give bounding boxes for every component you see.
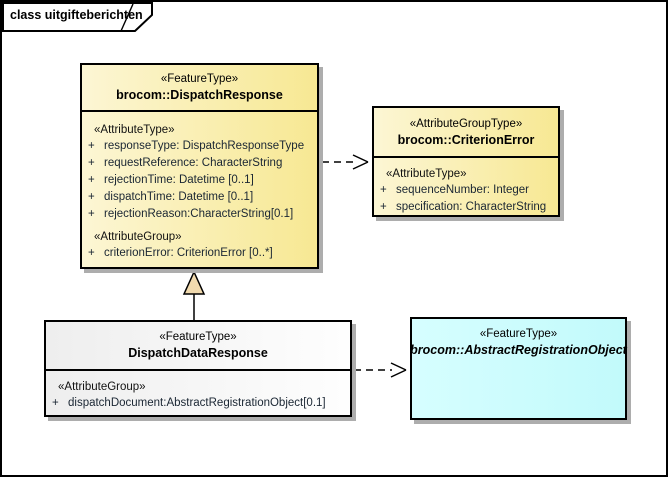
stereotype-label: «FeatureType» — [479, 328, 558, 340]
attr-row: + sequenceNumber: Integer — [374, 182, 558, 199]
attr-text: criterionError: CriterionError [0..*] — [104, 247, 273, 259]
visibility: + — [88, 140, 95, 152]
attr-row: + criterionError: CriterionError [0..*] — [82, 245, 317, 262]
frame-tab-bevel-line — [120, 3, 134, 32]
visibility: + — [52, 397, 59, 409]
section-label: «AttributeGroup» — [58, 381, 146, 393]
class-header: «FeatureType» brocom::DispatchResponse — [82, 65, 317, 110]
class-header: «FeatureType» DispatchDataResponse — [46, 322, 350, 369]
class-box-abstract-registration-object[interactable]: «FeatureType» brocom::AbstractRegistrati… — [410, 317, 627, 420]
attributes-compartment: «AttributeGroup» + dispatchDocument:Abst… — [46, 369, 350, 412]
class-header: «AttributeGroupType» brocom::CriterionEr… — [374, 108, 558, 156]
frame-tab-shape — [2, 2, 153, 32]
class-name: brocom::AbstractRegistrationObject — [410, 343, 627, 357]
visibility: + — [88, 208, 95, 220]
section-label: «AttributeType» — [94, 124, 175, 136]
attr-text: rejectionReason:CharacterString[0.1] — [104, 208, 294, 220]
generalization-arrow-dispatchdataresponse-to-dispatchresponse[interactable] — [182, 270, 206, 320]
attr-text: dispatchDocument:AbstractRegistrationObj… — [68, 397, 326, 409]
section-label: «AttributeType» — [386, 168, 467, 180]
attributes-compartment: «AttributeType» + responseType: Dispatch… — [82, 110, 317, 262]
attr-row: + dispatchDocument:AbstractRegistrationO… — [46, 395, 350, 412]
attr-text: sequenceNumber: Integer — [396, 184, 529, 196]
class-box-criterion-error[interactable]: «AttributeGroupType» brocom::CriterionEr… — [372, 106, 560, 217]
class-box-dispatch-data-response[interactable]: «FeatureType» DispatchDataResponse «Attr… — [44, 320, 352, 417]
attr-row: + dispatchTime: Datetime [0..1] — [82, 189, 317, 206]
attr-text: requestReference: CharacterString — [104, 157, 283, 169]
visibility: + — [380, 184, 387, 196]
visibility: + — [88, 174, 95, 186]
visibility: + — [88, 191, 95, 203]
visibility: + — [88, 247, 95, 259]
attr-row: + specification: CharacterString — [374, 199, 558, 216]
attr-text: specification: CharacterString — [396, 201, 547, 213]
attr-row: + rejectionTime: Datetime [0..1] — [82, 172, 317, 189]
visibility: + — [88, 157, 95, 169]
class-name: brocom::DispatchResponse — [116, 88, 283, 102]
attr-row: + requestReference: CharacterString — [82, 155, 317, 172]
frame-tab — [2, 2, 153, 32]
class-header: «FeatureType» brocom::AbstractRegistrati… — [410, 319, 627, 367]
visibility: + — [380, 201, 387, 213]
dependency-arrow-dispatchdataresponse-to-abstractregistrationobject[interactable] — [354, 362, 407, 378]
attr-text: dispatchTime: Datetime [0..1] — [104, 191, 254, 203]
attr-row: + rejectionReason:CharacterString[0.1] — [82, 206, 317, 223]
class-name: DispatchDataResponse — [128, 346, 268, 360]
frame-tab-label: class uitgifteberichten — [10, 8, 143, 22]
stereotype-label: «FeatureType» — [160, 73, 239, 85]
generalization-triangle-icon — [182, 270, 206, 295]
stereotype-label: «FeatureType» — [159, 331, 237, 343]
attr-text: responseType: DispatchResponseType — [104, 140, 305, 152]
attr-row: + responseType: DispatchResponseType — [82, 138, 317, 155]
dependency-arrow-dispatchresponse-to-criterionerror[interactable] — [322, 154, 369, 170]
class-name: brocom::CriterionError — [397, 132, 535, 147]
section-label: «AttributeGroup» — [94, 231, 182, 243]
attr-text: rejectionTime: Datetime [0..1] — [104, 174, 254, 186]
class-box-dispatch-response[interactable]: «FeatureType» brocom::DispatchResponse «… — [80, 63, 319, 269]
attributes-compartment: «AttributeType» + sequenceNumber: Intege… — [374, 156, 558, 216]
stereotype-label: «AttributeGroupType» — [409, 117, 523, 130]
